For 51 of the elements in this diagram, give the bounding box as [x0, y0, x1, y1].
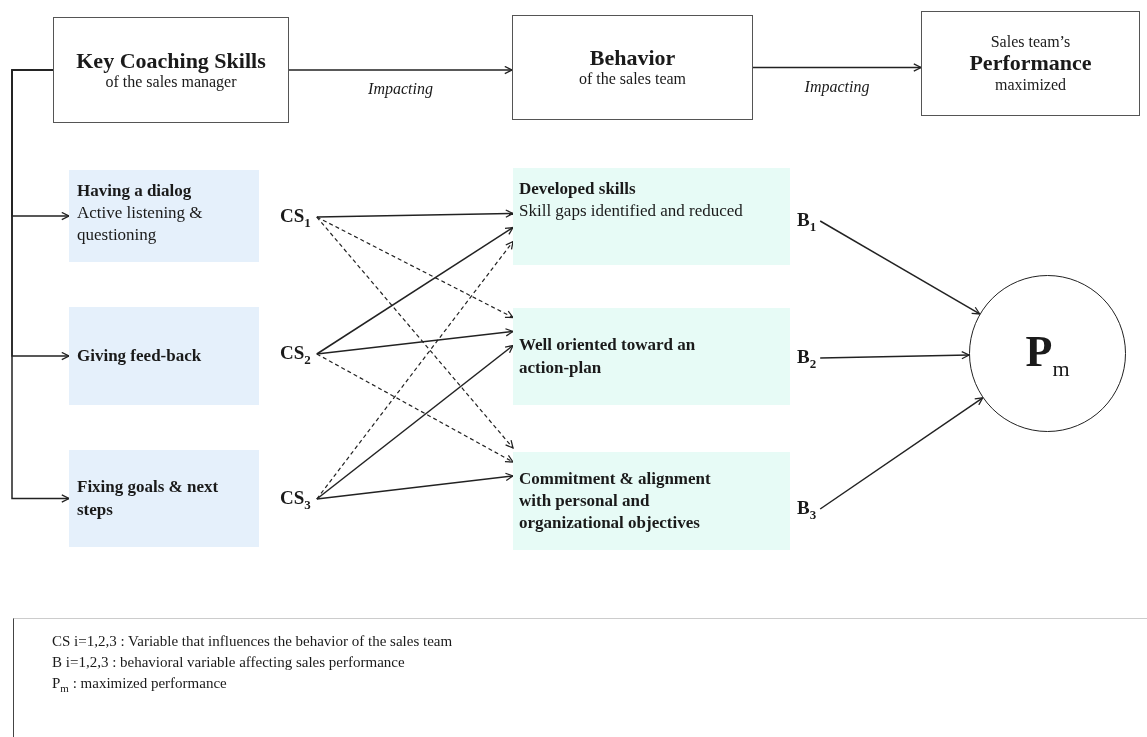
- heading-text: Having a dialog: [77, 180, 193, 202]
- legend-text: CS i=1,2,3 : Variable that influences the behavior of the sales team: [52, 633, 454, 650]
- arrow: [819, 350, 970, 360]
- behavior-box: [513, 308, 790, 405]
- skill-box: [69, 307, 259, 405]
- heading-text: Developed skills: [519, 178, 637, 200]
- arrow: [316, 240, 514, 500]
- heading-text: Fixing goals & next steps: [77, 476, 220, 521]
- description-text: maximized: [994, 75, 1067, 94]
- description-text: Skill gaps identified and reduced: [519, 200, 744, 223]
- arrow: [819, 397, 984, 510]
- title-box: [512, 15, 753, 120]
- variable-label: CS$_{3}$: [280, 488, 311, 510]
- variable-label: CS$_{2}$: [280, 343, 311, 365]
- arrow: [819, 220, 981, 315]
- heading-text: Giving feed-back: [77, 344, 203, 367]
- description-text: of the sales team: [578, 70, 687, 89]
- arrow: [316, 209, 514, 218]
- variable-label: P$_{m}$: [1025, 325, 1070, 382]
- variable-label: CS$_{1}$: [280, 206, 311, 228]
- arrow: [316, 344, 514, 500]
- legend-text: B i=1,2,3 : behavioral variable affecting sales performance: [52, 654, 406, 671]
- variable-label: B$_{2}$: [797, 347, 817, 369]
- arrow: [752, 63, 922, 72]
- heading-text: Performance: [969, 51, 1092, 76]
- skill-box: [69, 450, 259, 547]
- behavior-box: [513, 452, 790, 550]
- arrow: [316, 216, 514, 449]
- arrow: [316, 472, 514, 500]
- legend-text: P$_{m}$ : maximized performance: [52, 675, 228, 694]
- heading-text: Commitment & alignment with personal and organizational objectives: [519, 467, 712, 535]
- arrow: [316, 328, 514, 355]
- legend-box: [13, 618, 1147, 737]
- description-text: of the sales manager: [105, 72, 237, 92]
- heading-text: Key Coaching Skills: [76, 48, 266, 73]
- arrow: [11, 69, 70, 503]
- title-box: [53, 17, 289, 123]
- skill-box: [69, 170, 259, 262]
- arrow: [316, 216, 514, 319]
- arrow: [288, 65, 513, 75]
- edge-label: Impacting: [366, 80, 435, 98]
- arrow: [316, 226, 514, 355]
- heading-text: Behavior: [589, 46, 676, 71]
- variable-label: B$_{1}$: [797, 210, 817, 232]
- description-text: Sales team’s: [990, 33, 1071, 52]
- behavior-box: [513, 168, 790, 265]
- description-text: Active listening & questioning: [77, 202, 204, 247]
- heading-text: Well oriented toward an action-plan: [519, 334, 697, 379]
- title-box: [921, 11, 1140, 116]
- arrow: [316, 353, 514, 463]
- variable-label: B$_{3}$: [797, 498, 817, 520]
